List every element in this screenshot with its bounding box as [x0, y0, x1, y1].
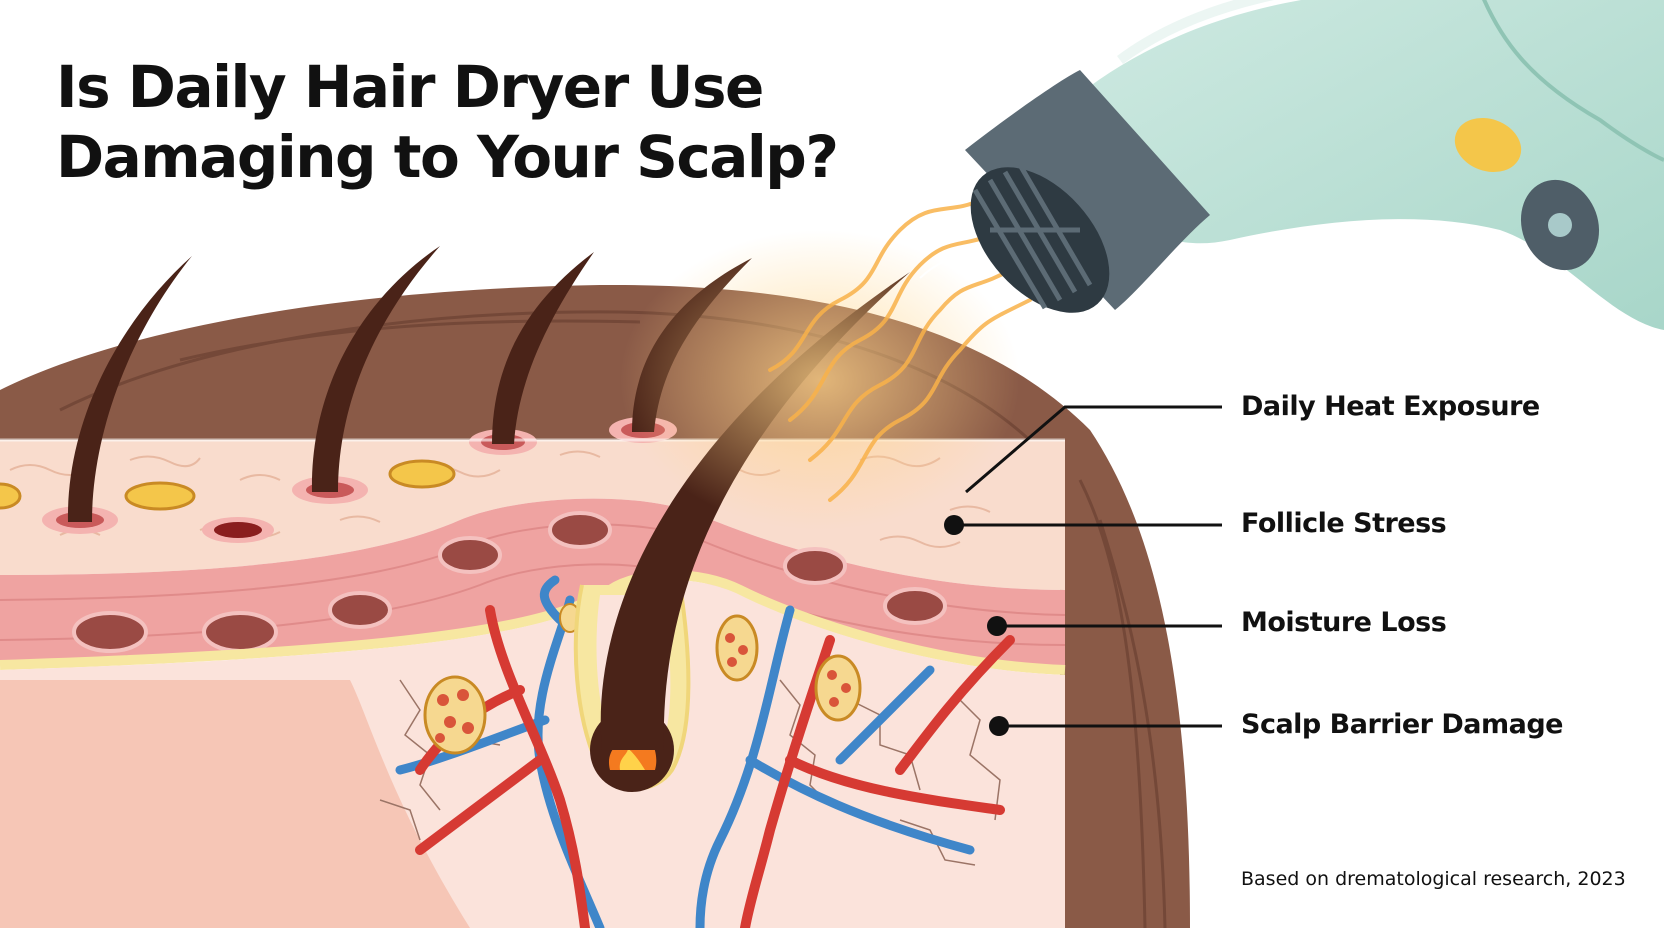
dryer-body [1060, 0, 1664, 330]
callout-dot-moisture [987, 616, 1007, 636]
dryer-grille-slats [972, 163, 1093, 310]
lower-tissue [0, 680, 470, 928]
callout-lines [954, 405, 1222, 728]
callout-dot-follicle [944, 515, 964, 535]
fat-cells [0, 459, 456, 511]
callout-label-scalp-barrier-damage: Scalp Barrier Damage [1241, 709, 1564, 740]
heat-waves [768, 198, 1032, 502]
title-line-1: Is Daily Hair Dryer Use [56, 53, 764, 121]
main-hair-strand [600, 272, 910, 750]
callout-label-daily-heat-exposure: Daily Heat Exposure [1241, 391, 1540, 422]
page-title: Is Daily Hair Dryer Use Damaging to Your… [56, 52, 839, 192]
dryer-nozzle [965, 70, 1210, 310]
sebaceous-glands [423, 603, 862, 755]
heat-glow [620, 230, 1020, 530]
callout-dots [944, 515, 1009, 736]
dryer-button-yellow [1454, 117, 1522, 173]
callout-label-follicle-stress: Follicle Stress [1241, 508, 1447, 539]
callout-line-heat [965, 405, 1222, 494]
title-line-2: Damaging to Your Scalp? [56, 123, 839, 191]
callout-dot-barrier [989, 716, 1009, 736]
hair-dryer-icon [965, 0, 1664, 330]
muscle-cells [72, 511, 947, 653]
callout-label-moisture-loss: Moisture Loss [1241, 607, 1447, 638]
source-note: Based on drematological research, 2023 [1241, 868, 1626, 890]
